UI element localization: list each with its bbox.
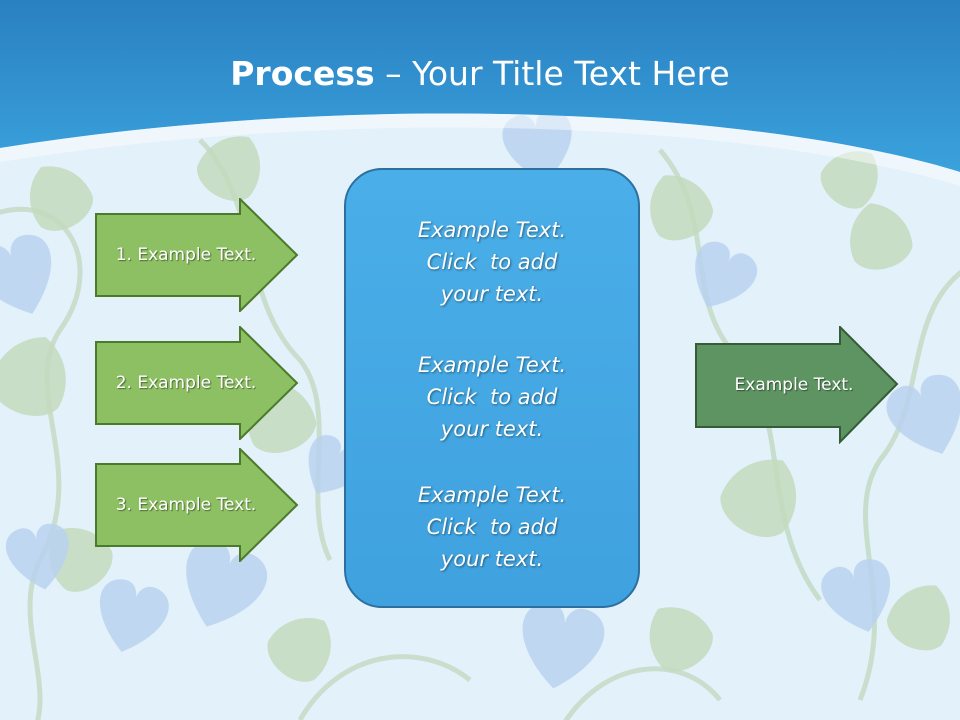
input-arrow-1[interactable]: 1. Example Text. bbox=[95, 198, 299, 312]
output-arrow-label: Example Text. bbox=[734, 375, 854, 395]
text-line: Example Text. bbox=[417, 483, 567, 507]
title-rest: – Your Title Text Here bbox=[374, 54, 730, 93]
title-bold: Process bbox=[230, 54, 375, 93]
input-arrow-3[interactable]: 3. Example Text. bbox=[95, 448, 299, 562]
text-line: Click to add bbox=[426, 385, 558, 409]
process-box[interactable]: Example Text. Click to add your text. Ex… bbox=[344, 168, 640, 608]
input-arrow-2[interactable]: 2. Example Text. bbox=[95, 326, 299, 440]
text-line: Example Text. bbox=[417, 353, 567, 377]
text-block-1: Example Text. Click to add your text. bbox=[346, 214, 638, 310]
input-arrow-label: 2. Example Text. bbox=[115, 373, 257, 393]
text-line: your text. bbox=[440, 282, 544, 306]
arrow-right-shape bbox=[95, 448, 299, 562]
text-line: Example Text. bbox=[417, 218, 567, 242]
slide-title: Process – Your Title Text Here bbox=[0, 52, 960, 96]
input-arrow-label: 3. Example Text. bbox=[115, 495, 257, 515]
text-line: your text. bbox=[440, 417, 544, 441]
output-arrow[interactable]: Example Text. bbox=[695, 326, 899, 444]
input-arrow-label: 1. Example Text. bbox=[115, 245, 257, 265]
text-line: Click to add bbox=[426, 515, 558, 539]
text-block-2: Example Text. Click to add your text. bbox=[346, 349, 638, 445]
text-block-3: Example Text. Click to add your text. bbox=[346, 479, 638, 575]
arrow-right-shape bbox=[95, 198, 299, 312]
text-line: Click to add bbox=[426, 250, 558, 274]
arrow-right-shape bbox=[95, 326, 299, 440]
text-line: your text. bbox=[440, 547, 544, 571]
arrow-right-shape bbox=[695, 326, 899, 444]
